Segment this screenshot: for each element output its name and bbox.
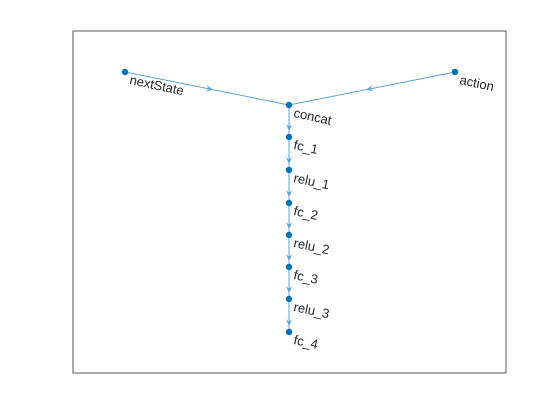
arrowhead-fc_1-to-relu_1	[285, 157, 293, 164]
edge-nextState-to-concat	[124, 71, 290, 106]
node-fc_1	[285, 133, 293, 141]
node-fc_4	[285, 328, 293, 336]
edge-action-to-concat	[288, 71, 456, 106]
arrowhead-nextState-to-concat	[205, 85, 213, 92]
arrowhead-relu_1-to-fc_2	[285, 190, 293, 197]
node-concat	[285, 101, 293, 109]
node-label-fc_1: fc_1	[292, 137, 319, 157]
arrowhead-fc_2-to-relu_2	[285, 222, 293, 229]
node-action	[451, 68, 459, 76]
node-nextState	[121, 68, 129, 76]
arrowhead-fc_3-to-relu_3	[285, 286, 293, 293]
arrowhead-action-to-concat	[366, 85, 374, 92]
arrowhead-relu_3-to-fc_4	[285, 319, 293, 326]
node-relu_1	[285, 166, 293, 174]
node-relu_2	[285, 231, 293, 239]
node-label-relu_1: relu_1	[292, 170, 330, 192]
arrowhead-concat-to-fc_1	[285, 124, 293, 131]
graph-edges	[124, 71, 456, 332]
node-label-fc_3: fc_3	[292, 267, 319, 287]
node-label-action: action	[458, 72, 495, 94]
node-label-relu_2: relu_2	[292, 235, 330, 257]
node-fc_3	[285, 263, 293, 271]
node-label-fc_2: fc_2	[292, 203, 319, 223]
arrowhead-relu_2-to-fc_3	[285, 254, 293, 261]
graph-nodes	[121, 68, 459, 336]
node-relu_3	[285, 295, 293, 303]
node-fc_2	[285, 199, 293, 207]
node-label-fc_4: fc_4	[292, 332, 319, 352]
node-label-relu_3: relu_3	[292, 299, 330, 321]
